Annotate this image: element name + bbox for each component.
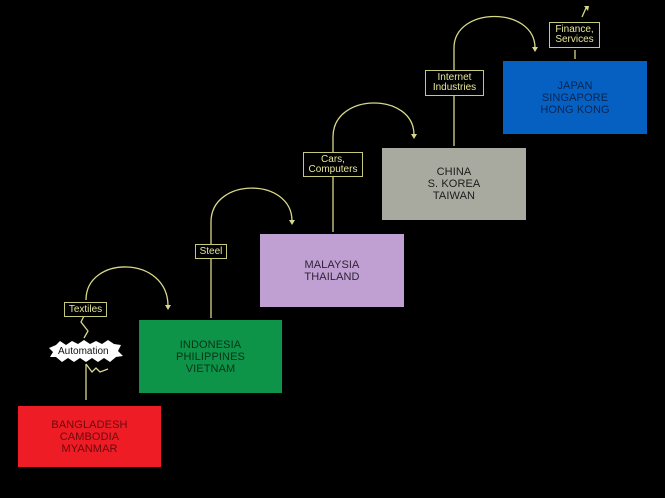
country-name: SINGAPORE [541,91,609,104]
tier-box-2: INDONESIA PHILIPPINES VIETNAM [139,320,282,393]
arc-steel [210,187,293,318]
arc-cars [332,102,415,232]
label-line: Services [555,34,594,45]
tier-box-3: MALAYSIA THAILAND [260,234,404,307]
arc-textiles [85,266,169,307]
industry-label-steel: Steel [195,244,227,259]
country-name: THAILAND [304,270,360,283]
automation-label: Automation [58,346,109,357]
tier-box-1: BANGLADESH CAMBODIA MYANMAR [18,406,161,467]
label-line: Computers [308,164,358,175]
arrowhead-2 [289,220,295,225]
country-name: MALAYSIA [304,258,360,271]
country-name: MYANMAR [61,442,118,455]
arrowhead-3 [411,134,417,139]
label-line: Internet [437,72,472,83]
country-name: CAMBODIA [59,430,120,443]
country-name: INDONESIA [179,338,242,351]
tier-box-4: CHINA S. KOREA TAIWAN [382,148,526,220]
country-name: JAPAN [557,79,593,92]
automation-burst-shape [49,340,123,362]
country-name: VIETNAM [185,362,236,375]
country-name: TAIWAN [432,190,476,202]
arrowhead-1 [165,305,171,310]
label-line: Cars, [321,154,345,165]
country-name: PHILIPPINES [176,350,245,363]
industry-label-internet-industries: Internet Industries [425,70,484,96]
broken-line-lower [85,363,109,373]
industry-label-cars-computers: Cars, Computers [303,152,363,177]
country-name: S. KOREA [427,178,481,190]
broken-line-upper [80,315,89,339]
arc-internet [453,16,536,146]
industry-label-finance-services: Finance, Services [549,22,600,48]
country-name: CHINA [436,166,472,178]
label-line: Textiles [68,304,103,315]
tier-box-5: JAPAN SINGAPORE HONG KONG [503,61,647,134]
arrowhead-4 [532,47,538,52]
industry-label-textiles: Textiles [64,302,107,317]
label-line: Industries [432,82,477,93]
label-line: Finance, [555,24,594,35]
label-line: Steel [199,246,223,257]
country-name: BANGLADESH [51,418,128,431]
arrowhead-5 [584,6,589,11]
country-name: HONG KONG [540,103,610,116]
